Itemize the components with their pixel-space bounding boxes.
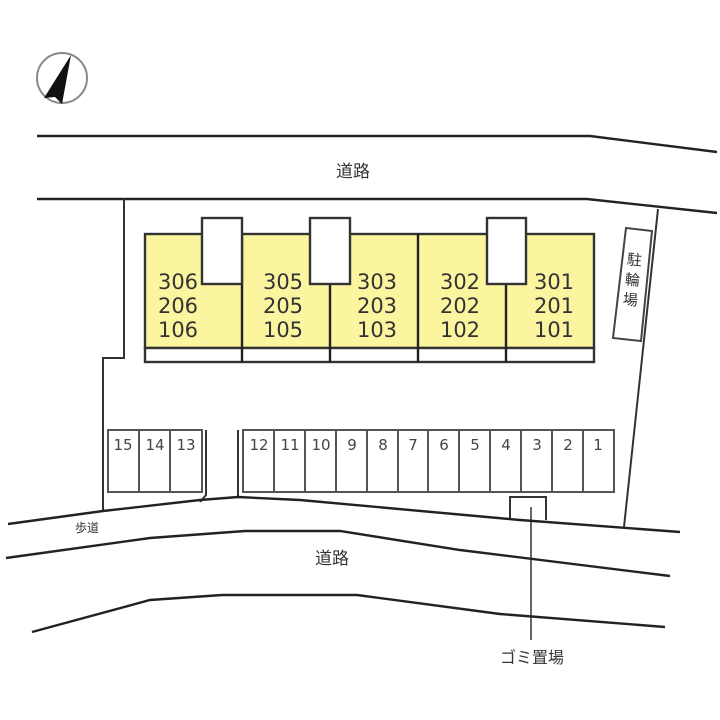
svg-text:101: 101 [534, 318, 574, 342]
garbage-area [509, 496, 547, 520]
parking-space-number: 8 [378, 436, 388, 454]
sidewalk-inner-edge [7, 495, 681, 534]
stair-box [485, 216, 528, 286]
parking-space-number: 1 [593, 436, 603, 454]
parking-space-number: 2 [563, 436, 573, 454]
svg-text:202: 202 [440, 294, 480, 318]
stair-box [308, 216, 352, 286]
north-road-upper-edge [37, 134, 718, 154]
svg-text:103: 103 [357, 318, 397, 342]
parking-space-number: 15 [113, 436, 132, 454]
parking-space-number: 11 [280, 436, 299, 454]
north-arrow-icon [36, 52, 88, 104]
bicycle-parking: 駐 輪 場 [611, 226, 654, 343]
south-road-lower-edge [31, 593, 666, 634]
site-boundary-right [623, 208, 659, 528]
parking-space-number: 6 [439, 436, 449, 454]
svg-text:106: 106 [158, 318, 198, 342]
svg-text:105: 105 [263, 318, 303, 342]
north-road-lower-edge [37, 197, 718, 215]
north-road-label: 道路 [336, 162, 370, 182]
unit-column: 303 203 103 [357, 270, 397, 342]
svg-text:場: 場 [622, 290, 639, 309]
svg-text:303: 303 [357, 270, 397, 294]
site-boundary-left [102, 199, 125, 512]
svg-text:駐: 駐 [626, 250, 643, 269]
svg-text:205: 205 [263, 294, 303, 318]
parking-space-number: 9 [347, 436, 357, 454]
parking-lot-right: 12 11 10 9 8 7 6 5 4 3 2 1 [237, 429, 615, 497]
parking-lot-left: 15 14 13 [107, 429, 207, 503]
garbage-area-label: ゴミ置場 [500, 648, 564, 667]
unit-column: 301 201 101 [534, 270, 574, 342]
svg-text:306: 306 [158, 270, 198, 294]
south-road-label: 道路 [315, 549, 349, 569]
parking-space-number: 12 [249, 436, 268, 454]
parking-space-number: 7 [408, 436, 418, 454]
parking-space-number: 4 [501, 436, 511, 454]
svg-text:301: 301 [534, 270, 574, 294]
parking-space-number: 3 [532, 436, 542, 454]
svg-text:201: 201 [534, 294, 574, 318]
svg-text:206: 206 [158, 294, 198, 318]
parking-space-number: 5 [470, 436, 480, 454]
parking-space-number: 14 [145, 436, 164, 454]
parking-space-number: 13 [176, 436, 195, 454]
svg-text:302: 302 [440, 270, 480, 294]
svg-text:203: 203 [357, 294, 397, 318]
svg-text:305: 305 [263, 270, 303, 294]
unit-column: 305 205 105 [263, 270, 303, 342]
svg-text:102: 102 [440, 318, 480, 342]
unit-column: 306 206 106 [158, 270, 198, 342]
unit-column: 302 202 102 [440, 270, 480, 342]
stair-box [200, 216, 244, 286]
svg-text:輪: 輪 [624, 270, 641, 289]
apartment-building [143, 216, 596, 364]
sidewalk-label: 歩道 [75, 520, 99, 535]
south-road-upper-edge [5, 529, 671, 578]
parking-space-number: 10 [311, 436, 330, 454]
